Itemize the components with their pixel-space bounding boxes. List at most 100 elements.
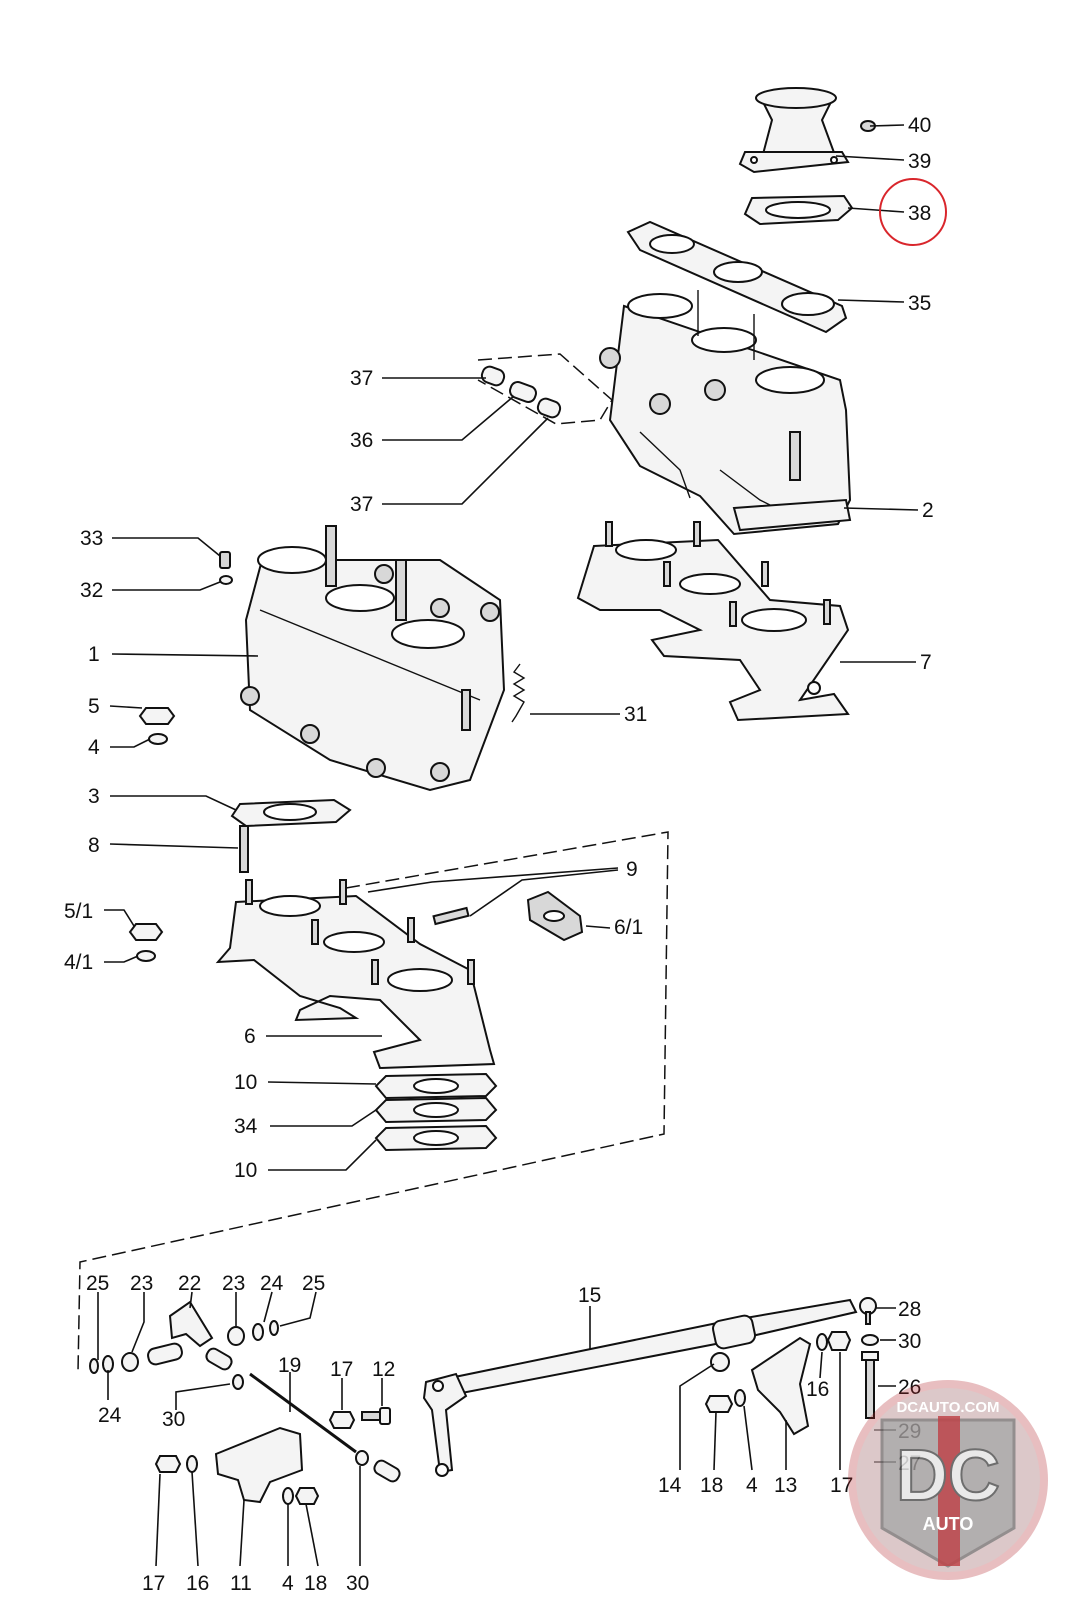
part-washer-4-lower bbox=[282, 1487, 294, 1505]
callout-15: 15 bbox=[578, 1284, 601, 1307]
callout-16-right: 16 bbox=[806, 1378, 829, 1401]
part-lever-22 bbox=[147, 1300, 214, 1366]
watermark-logo-letters: DC bbox=[896, 1436, 1000, 1516]
part-nut-30-lower bbox=[355, 1450, 369, 1466]
part-gasket-10b bbox=[374, 1124, 498, 1152]
part-nut-18-right bbox=[704, 1395, 734, 1413]
part-bolt-12 bbox=[361, 1407, 391, 1425]
callout-23-left: 23 bbox=[130, 1272, 153, 1295]
callout-18-right: 18 bbox=[700, 1474, 723, 1497]
part-gasket-38 bbox=[743, 194, 854, 226]
callout-12: 12 bbox=[372, 1358, 395, 1381]
part-tube-36 bbox=[509, 381, 537, 403]
callout-4-right: 4 bbox=[746, 1474, 758, 1497]
callout-37-top: 37 bbox=[350, 367, 373, 390]
part-nut-18-lower bbox=[294, 1487, 320, 1505]
part-nut-5 bbox=[138, 707, 176, 725]
callout-17-mid: 17 bbox=[330, 1358, 353, 1381]
dashed-group-36-37 bbox=[477, 353, 613, 425]
callout-18-bottom: 18 bbox=[304, 1572, 327, 1595]
part-sleeve-37a bbox=[480, 365, 506, 387]
part-washer-4-right bbox=[734, 1389, 746, 1407]
callout-5-1: 5/1 bbox=[64, 900, 93, 923]
part-washer-32 bbox=[219, 575, 233, 585]
callout-24-left: 24 bbox=[98, 1404, 122, 1427]
callout-25-left: 25 bbox=[86, 1272, 109, 1295]
callout-16-bottom: 16 bbox=[186, 1572, 209, 1595]
callout-26: 26 bbox=[898, 1376, 921, 1399]
callout-17-right: 17 bbox=[830, 1474, 853, 1497]
part-gasket-3 bbox=[230, 798, 352, 828]
callout-23-right: 23 bbox=[222, 1272, 245, 1295]
part-sleeve-37b bbox=[536, 397, 562, 419]
part-gasket-10a bbox=[374, 1072, 498, 1100]
part-nut-17-lower bbox=[154, 1455, 182, 1473]
callout-38: 38 bbox=[908, 202, 931, 225]
callout-17-bottom: 17 bbox=[142, 1572, 165, 1595]
callout-2: 2 bbox=[922, 499, 934, 522]
part-washer-30-mid bbox=[232, 1374, 244, 1390]
part-nut-17-right bbox=[826, 1331, 852, 1351]
callout-14: 14 bbox=[658, 1474, 682, 1497]
highlight-circle-38 bbox=[879, 178, 947, 246]
part-washer-24-right bbox=[252, 1323, 264, 1341]
callout-25-right: 25 bbox=[302, 1272, 325, 1295]
part-bolt-26 bbox=[861, 1351, 879, 1419]
callout-4: 4 bbox=[88, 736, 100, 759]
part-gasket-35 bbox=[626, 220, 848, 334]
callout-35: 35 bbox=[908, 292, 931, 315]
part-velocity-stack bbox=[738, 87, 850, 174]
part-washer-24-left bbox=[102, 1355, 114, 1373]
part-stud-8 bbox=[239, 825, 249, 873]
callout-40: 40 bbox=[908, 114, 931, 137]
callout-9: 9 bbox=[626, 858, 638, 881]
part-manifold-6 bbox=[215, 879, 496, 1070]
part-nut-5-1 bbox=[128, 923, 164, 941]
part-grommet-6-1 bbox=[526, 890, 584, 942]
callout-labels: 40 39 38 35 37 36 37 2 33 32 1 7 5 31 4 … bbox=[64, 114, 934, 1595]
callout-24-top: 24 bbox=[260, 1272, 284, 1295]
callout-4-bottom: 4 bbox=[282, 1572, 294, 1595]
callout-30-mid: 30 bbox=[162, 1408, 185, 1431]
part-spring-31 bbox=[511, 663, 526, 723]
callout-30-bottom: 30 bbox=[346, 1572, 369, 1595]
part-carburetor-right bbox=[599, 290, 852, 536]
callout-6: 6 bbox=[244, 1025, 256, 1048]
part-ball-14 bbox=[710, 1352, 730, 1372]
callout-19: 19 bbox=[278, 1354, 301, 1377]
callout-3: 3 bbox=[88, 785, 100, 808]
callout-13: 13 bbox=[774, 1474, 797, 1497]
part-washer-4 bbox=[148, 733, 168, 745]
callout-39: 39 bbox=[908, 150, 931, 173]
callout-11: 11 bbox=[230, 1572, 252, 1595]
callout-37-bottom: 37 bbox=[350, 493, 373, 516]
part-washer-4-1 bbox=[136, 950, 156, 962]
part-lever-left bbox=[422, 1372, 468, 1477]
part-nut-17-mid bbox=[328, 1411, 356, 1429]
part-stud-9 bbox=[432, 906, 470, 926]
callout-31: 31 bbox=[624, 703, 647, 726]
callout-32: 32 bbox=[80, 579, 103, 602]
watermark-url: DCAUTO.COM bbox=[896, 1399, 999, 1416]
part-washer-30-right bbox=[861, 1334, 879, 1346]
callout-1: 1 bbox=[88, 643, 100, 666]
part-rod-19 bbox=[205, 1347, 401, 1483]
callout-22: 22 bbox=[178, 1272, 201, 1295]
callout-36: 36 bbox=[350, 429, 373, 452]
callout-28: 28 bbox=[898, 1298, 921, 1321]
dcauto-watermark-logo: DCAUTO.COM DC AUTO bbox=[848, 1380, 1048, 1580]
callout-4-1: 4/1 bbox=[64, 951, 93, 974]
callout-7: 7 bbox=[920, 651, 932, 674]
part-clip-25-left bbox=[89, 1358, 99, 1374]
part-bracket-13 bbox=[750, 1336, 812, 1436]
watermark-logo-sub: AUTO bbox=[923, 1514, 974, 1534]
dashed-enclosure bbox=[77, 831, 669, 1373]
callout-5: 5 bbox=[88, 695, 100, 718]
callout-10-top: 10 bbox=[234, 1071, 257, 1094]
part-carburetor-left bbox=[240, 525, 506, 792]
callout-8: 8 bbox=[88, 834, 100, 857]
part-screw-33 bbox=[219, 551, 231, 569]
callout-6-1: 6/1 bbox=[614, 916, 643, 939]
part-clip-25-right bbox=[269, 1320, 279, 1336]
